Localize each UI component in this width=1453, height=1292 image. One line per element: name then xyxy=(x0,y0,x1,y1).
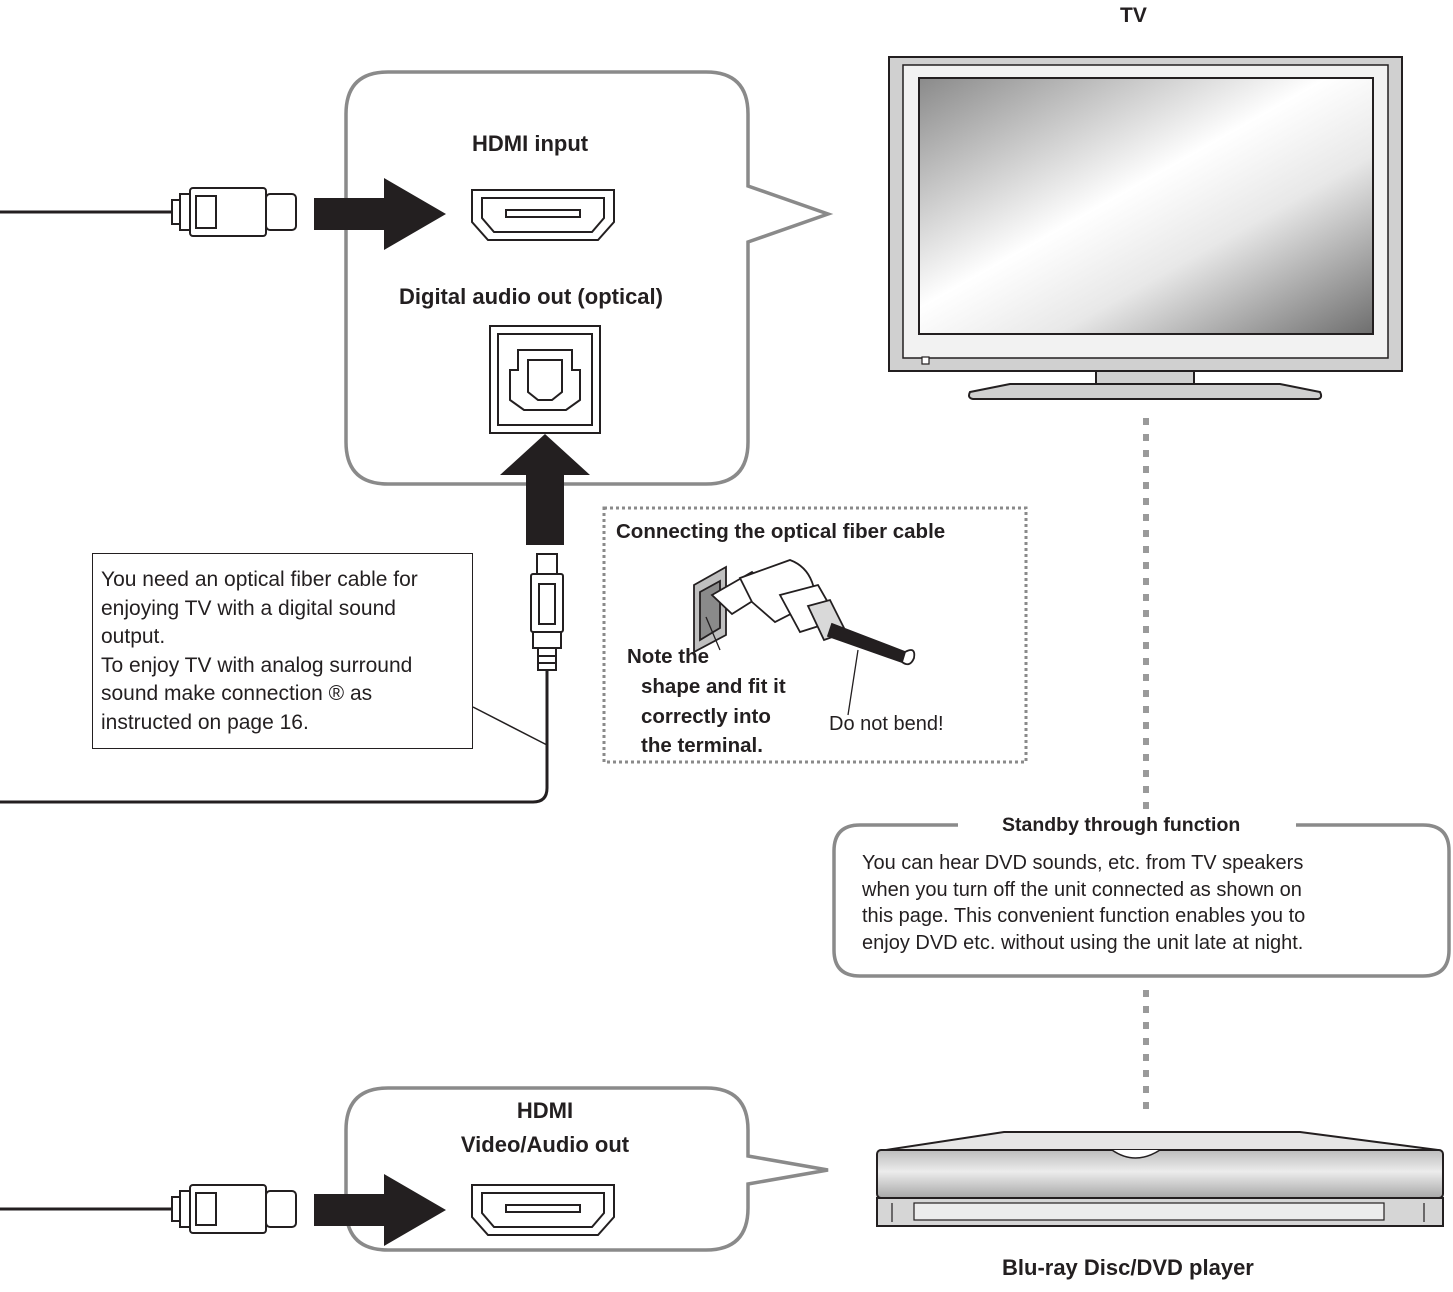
upper-callout xyxy=(344,70,834,486)
standby-description: You can hear DVD sounds, etc. from TV sp… xyxy=(862,850,1305,957)
fiber-warning-leader xyxy=(847,649,859,716)
optical-note-box: You need an optical fiber cable for enjo… xyxy=(92,553,473,749)
arrow-right-upper xyxy=(314,178,446,250)
note-line: enjoying TV with a digital sound xyxy=(101,596,396,620)
hdmi-cable-upper xyxy=(0,187,297,237)
hdmi-input-label: HDMI input xyxy=(472,131,589,156)
tv-illustration xyxy=(888,56,1403,400)
standby-frame xyxy=(832,823,1451,978)
standby-title: Standby through function xyxy=(996,814,1247,837)
fiber-note-line: shape and fit it xyxy=(641,675,786,698)
player-illustration xyxy=(876,1131,1444,1227)
optical-port-icon xyxy=(489,325,601,434)
hdmi-out-label-2: Video/Audio out xyxy=(460,1132,630,1157)
lower-callout xyxy=(344,1086,829,1252)
arrow-right-lower xyxy=(314,1174,446,1246)
player-label: Blu-ray Disc/DVD player xyxy=(1002,1255,1254,1280)
note-leader-line xyxy=(472,706,548,746)
note-line: sound make connection ® as xyxy=(101,682,373,706)
optical-out-label: Digital audio out (optical) xyxy=(399,284,663,309)
standby-line: this page. This convenient function enab… xyxy=(862,905,1306,928)
optical-plug xyxy=(530,553,564,671)
fiber-plug-illustration xyxy=(693,559,916,666)
note-line: output. xyxy=(101,625,166,649)
arrow-up-optical xyxy=(500,434,590,545)
hdmi-port-icon xyxy=(471,189,615,241)
fiber-note-line: correctly into xyxy=(641,705,771,728)
hdmi-out-label-1: HDMI xyxy=(516,1098,574,1123)
fiber-inset-title: Connecting the optical fiber cable xyxy=(616,520,946,543)
standby-line: You can hear DVD sounds, etc. from TV sp… xyxy=(862,852,1304,874)
note-line: To enjoy TV with analog surround xyxy=(101,653,413,677)
tv-label: TV xyxy=(1120,4,1147,27)
hdmi-out-port-icon xyxy=(471,1184,615,1236)
fiber-warning: Do not bend! xyxy=(829,713,944,735)
fiber-note-leader xyxy=(705,616,721,651)
fiber-note-line: the terminal. xyxy=(641,734,763,757)
hdmi-cable-lower xyxy=(0,1184,297,1234)
optical-cable xyxy=(0,670,549,804)
note-line: You need an optical fiber cable for xyxy=(101,568,418,591)
note-line: instructed on page 16. xyxy=(101,710,309,734)
standby-line: when you turn off the unit connected as … xyxy=(862,878,1302,901)
fiber-note-line: Note the xyxy=(627,645,709,668)
standby-line: enjoy DVD etc. without using the unit la… xyxy=(862,932,1304,955)
fiber-inset-frame xyxy=(602,506,1028,764)
